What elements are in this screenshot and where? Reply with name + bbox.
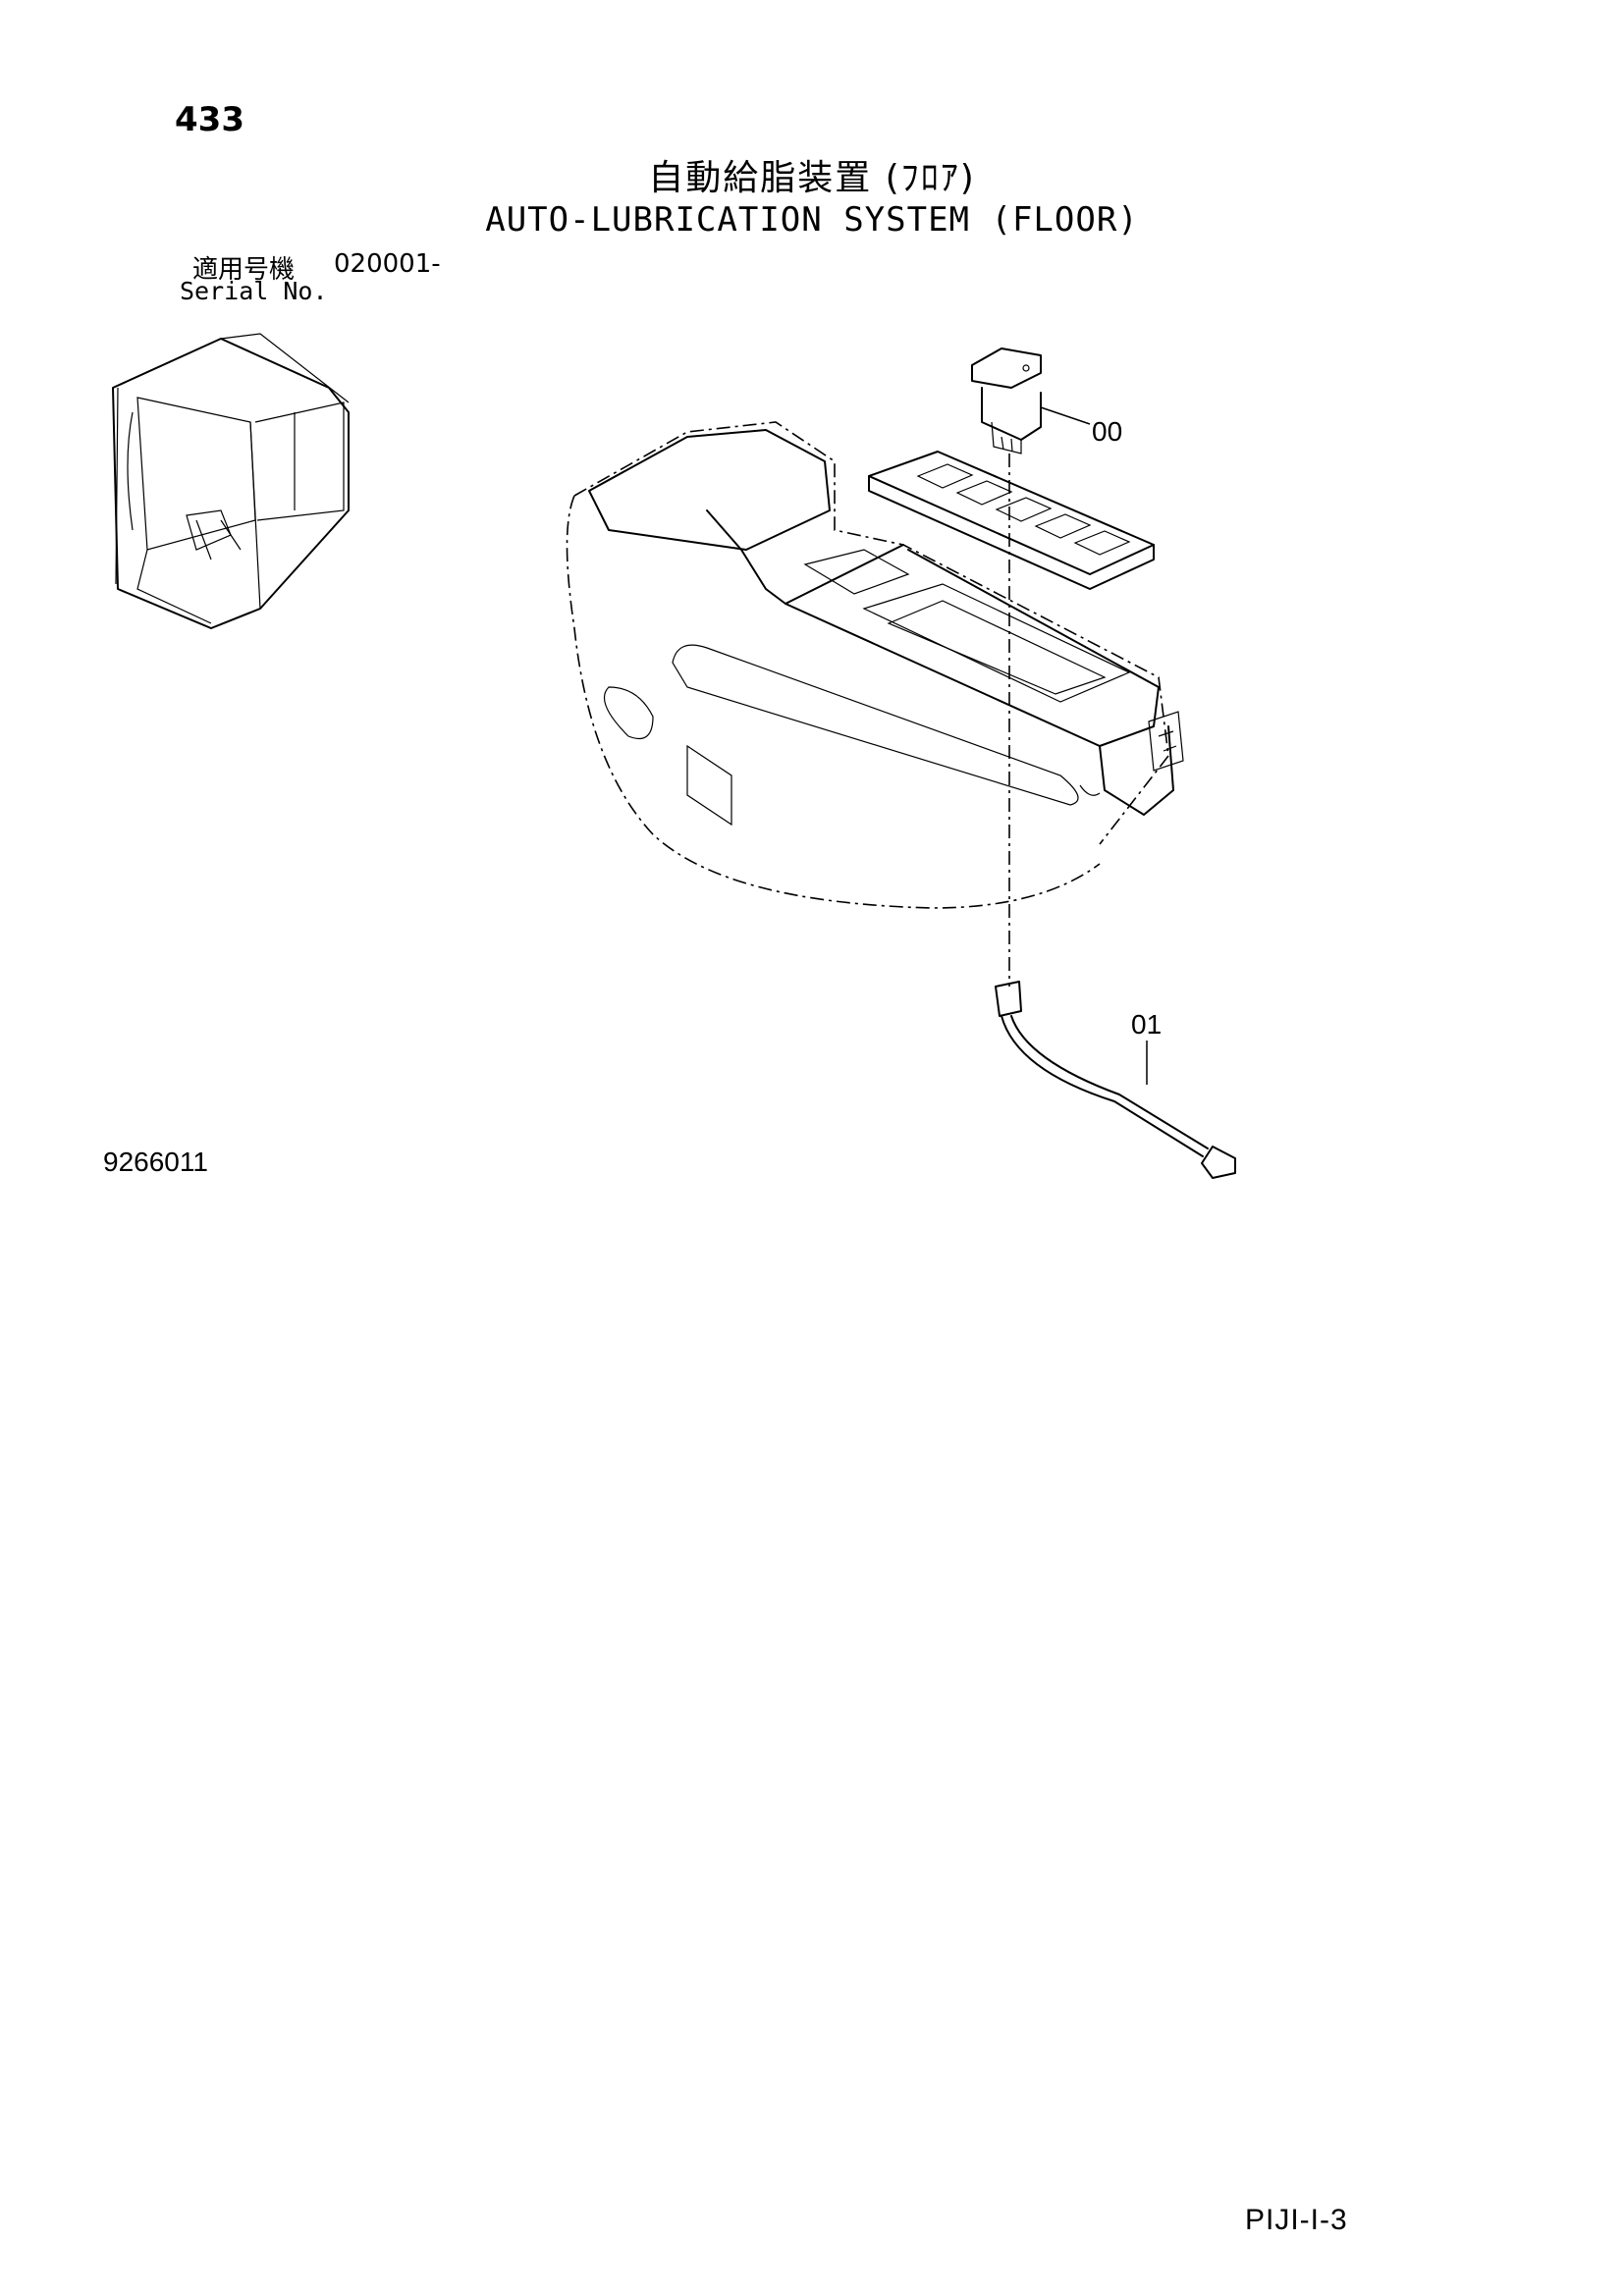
callout-00: 00: [1092, 416, 1123, 447]
cab-thumbnail: [112, 333, 350, 629]
console-body: [566, 421, 1184, 909]
serial-label-english: Serial No.: [180, 277, 328, 305]
title-japanese: 自動給脂装置 (ﾌﾛｱ): [648, 158, 976, 198]
part-00-switch: [971, 347, 1091, 454]
page-reference: PIJI-I-3: [1245, 2204, 1348, 2236]
title-english: AUTO-LUBRICATION SYSTEM (FLOOR): [485, 200, 1139, 240]
serial-value: 020001-: [334, 249, 441, 279]
switch-panel: [868, 451, 1155, 590]
callout-01: 01: [1131, 1009, 1163, 1040]
serial-label-japanese: 適用号機: [192, 255, 296, 285]
page-number: 433: [175, 100, 244, 139]
drawing-id: 9266011: [103, 1147, 208, 1177]
part-01-harness: [995, 981, 1236, 1179]
